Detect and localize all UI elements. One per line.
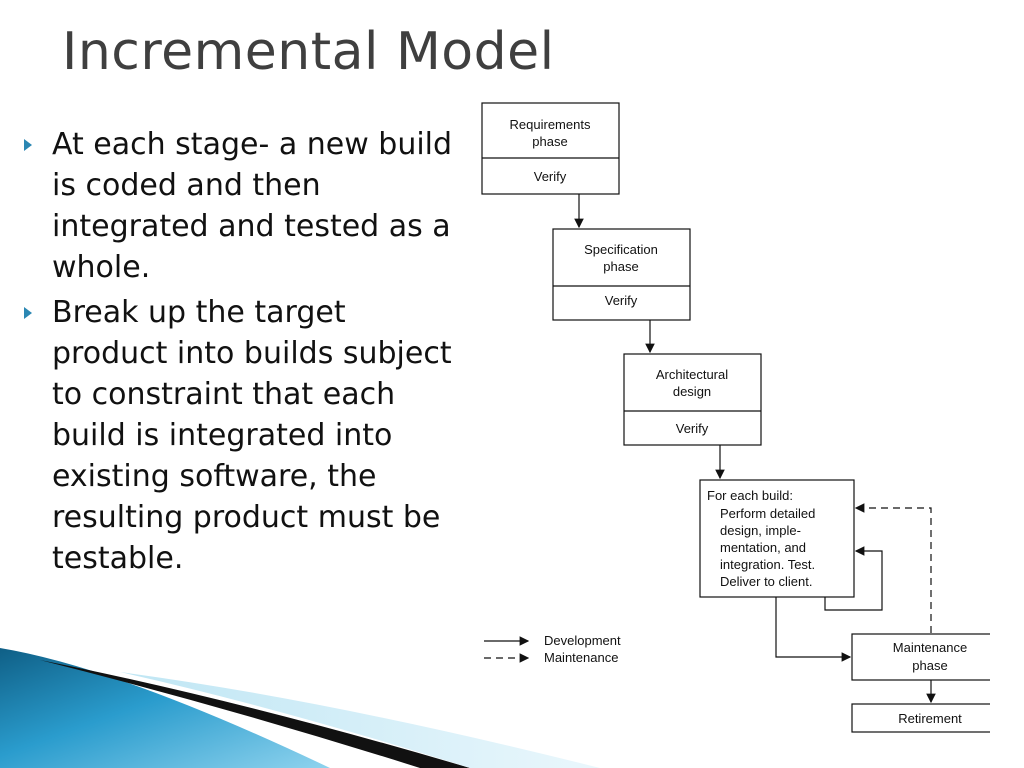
specification-phase-box: Specification phase Verify: [552, 228, 691, 321]
triangle-bullet-icon: [24, 139, 32, 151]
legend-maintenance-label: Maintenance: [544, 650, 618, 665]
build-line-6: Deliver to client.: [720, 574, 812, 589]
requirements-phase-box: Requirements phase Verify: [481, 102, 620, 195]
build-line-4: mentation, and: [720, 540, 806, 555]
retirement-label: Retirement: [898, 711, 962, 726]
build-line-1: For each build:: [707, 488, 793, 503]
architectural-design-box: Architectural design Verify: [623, 353, 762, 446]
maintenance-label-2: phase: [912, 658, 947, 673]
build-line-2: Perform detailed: [720, 506, 815, 521]
requirements-verify: Verify: [534, 169, 567, 184]
swoosh-dark-band: [40, 660, 470, 768]
bullet-text: At each stage- a new build is coded and …: [52, 127, 453, 285]
swoosh-light-band: [120, 672, 600, 768]
specification-label-2: phase: [603, 259, 638, 274]
specification-label-1: Specification: [584, 242, 658, 257]
triangle-bullet-icon: [24, 307, 32, 319]
specification-verify: Verify: [605, 293, 638, 308]
legend-development-label: Development: [544, 633, 621, 648]
arrow-build-to-maintenance: [775, 597, 852, 662]
architectural-label-1: Architectural: [656, 367, 728, 382]
bullet-text: Break up the target product into builds …: [52, 295, 452, 576]
architectural-verify: Verify: [676, 421, 709, 436]
build-line-3: design, imple-: [720, 523, 801, 538]
build-line-5: integration. Test.: [720, 557, 815, 572]
legend: Development Maintenance: [484, 633, 621, 665]
bullet-item: Break up the target product into builds …: [22, 292, 462, 579]
maintenance-label-1: Maintenance: [893, 640, 967, 655]
maintenance-phase-box: Maintenance phase: [851, 633, 990, 681]
maintenance-loop-arrow: [854, 503, 932, 633]
requirements-label-1: Requirements: [510, 117, 591, 132]
build-box: For each build: Perform detailed design,…: [699, 479, 855, 598]
incremental-model-diagram: Requirements phase Verify Specification …: [481, 102, 990, 733]
architectural-label-2: design: [673, 384, 711, 399]
retirement-box: Retirement: [851, 703, 990, 733]
swoosh-blue-band: [0, 648, 330, 768]
requirements-label-2: phase: [532, 134, 567, 149]
slide-title: Incremental Model: [62, 22, 555, 82]
bullet-list: At each stage- a new build is coded and …: [22, 124, 462, 583]
bullet-item: At each stage- a new build is coded and …: [22, 124, 462, 288]
build-loop-arrow: [824, 546, 883, 611]
